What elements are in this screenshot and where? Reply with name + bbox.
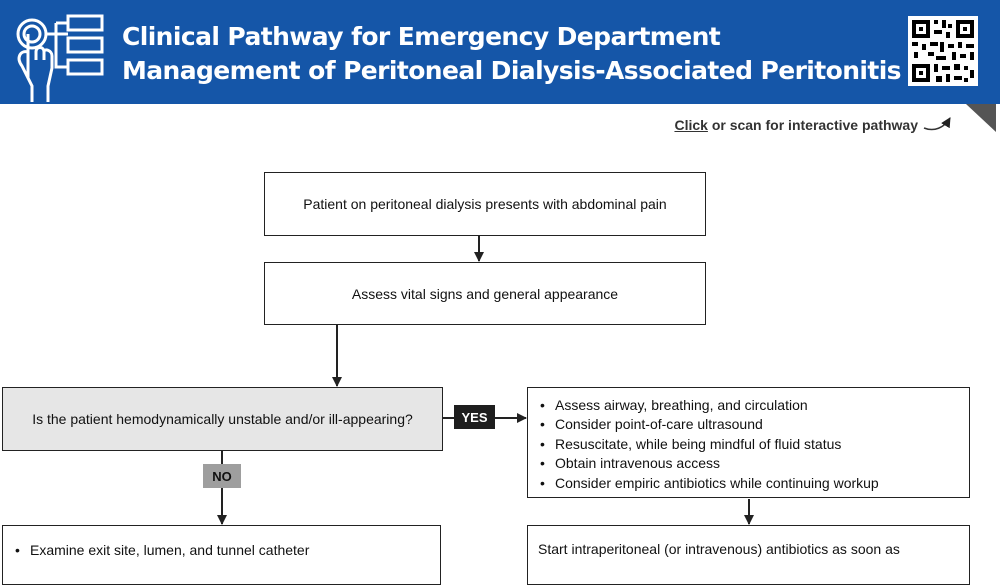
vitals-node: Assess vital signs and general appearanc… — [264, 262, 706, 325]
list-item: Resuscitate, while being mindful of flui… — [540, 435, 959, 455]
title-line-2: Management of Peritoneal Dialysis-Associ… — [122, 56, 902, 85]
title-line-1: Clinical Pathway for Emergency Departmen… — [122, 22, 721, 51]
start-node-text: Patient on peritoneal dialysis presents … — [303, 196, 667, 212]
no-label: NO — [203, 464, 241, 488]
unstable-actions-node: Assess airway, breathing, and circulatio… — [527, 387, 970, 498]
curved-arrow-icon — [923, 117, 951, 131]
decision-node: Is the patient hemodynamically unstable … — [2, 387, 443, 451]
stable-actions-node: Examine exit site, lumen, and tunnel cat… — [2, 525, 441, 585]
vitals-node-text: Assess vital signs and general appearanc… — [351, 285, 619, 302]
touch-flowchart-icon — [16, 14, 104, 102]
antibiotics-node: Start intraperitoneal (or intravenous) a… — [527, 525, 970, 585]
decision-node-text: Is the patient hemodynamically unstable … — [32, 411, 413, 427]
click-link[interactable]: Click — [674, 117, 708, 133]
list-item: Consider empiric antibiotics while conti… — [540, 474, 959, 494]
start-node: Patient on peritoneal dialysis presents … — [264, 172, 706, 236]
qr-code-icon[interactable] — [908, 16, 978, 86]
page-corner-fold — [966, 104, 996, 132]
list-item: Consider point-of-care ultrasound — [540, 415, 959, 435]
list-item: Examine exit site, lumen, and tunnel cat… — [15, 541, 430, 561]
header-banner: Clinical Pathway for Emergency Departmen… — [0, 0, 1000, 104]
antibiotics-node-text: Start intraperitoneal (or intravenous) a… — [538, 541, 900, 557]
link-text: or scan for interactive pathway — [711, 117, 918, 133]
yes-label: YES — [454, 405, 495, 429]
unstable-actions-list: Assess airway, breathing, and circulatio… — [538, 396, 959, 493]
list-item: Assess airway, breathing, and circulatio… — [540, 396, 959, 416]
stable-actions-list: Examine exit site, lumen, and tunnel cat… — [13, 541, 430, 561]
list-item: Obtain intravenous access — [540, 454, 959, 474]
interactive-pathway-link[interactable]: Click or scan for interactive pathway — [674, 117, 918, 133]
